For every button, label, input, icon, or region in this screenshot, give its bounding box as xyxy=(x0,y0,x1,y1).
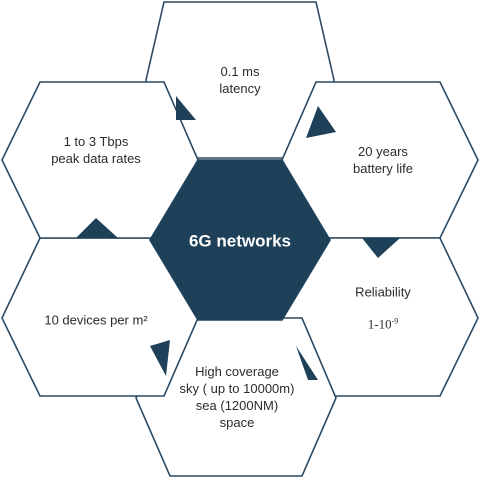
connector-triangle-coverage xyxy=(296,346,318,380)
devices-label: 10 devices per m² xyxy=(44,312,148,328)
coverage-line-1: High coverage xyxy=(195,364,279,379)
battery-line-1: 20 years xyxy=(358,144,408,159)
coverage-label: High coverage sky ( up to 10000m) sea (1… xyxy=(180,363,295,431)
reliability-title: Reliability xyxy=(355,284,411,300)
connector-triangle-peak xyxy=(76,218,118,238)
coverage-line-4: space xyxy=(219,415,255,430)
center-label: 6G networks xyxy=(188,231,292,251)
peak-line-1: 1 to 3 Tbps xyxy=(63,134,129,149)
hex-coverage xyxy=(135,317,337,477)
coverage-line-2: sky ( up to 10000m) xyxy=(179,381,295,396)
reliability-label: Reliability 1-10-9 xyxy=(355,284,411,333)
reliability-value: 1-10-9 xyxy=(367,316,399,332)
latency-label: 0.1 ms latency xyxy=(219,63,260,97)
latency-line-1: 0.1 ms xyxy=(220,64,260,79)
battery-label: 20 years battery life xyxy=(353,143,413,177)
connector-triangle-devices xyxy=(150,340,170,376)
connector-triangle-latency xyxy=(176,96,196,120)
latency-line-2: latency xyxy=(219,81,261,96)
hex-center xyxy=(149,159,331,321)
peak-line-2: peak data rates xyxy=(51,151,141,166)
peak-label: 1 to 3 Tbps peak data rates xyxy=(51,133,141,167)
connector-triangle-battery xyxy=(306,106,336,138)
coverage-line-3: sea (1200NM) xyxy=(195,398,279,413)
connector-triangle-reliability xyxy=(362,238,400,258)
battery-line-2: battery life xyxy=(353,161,413,176)
